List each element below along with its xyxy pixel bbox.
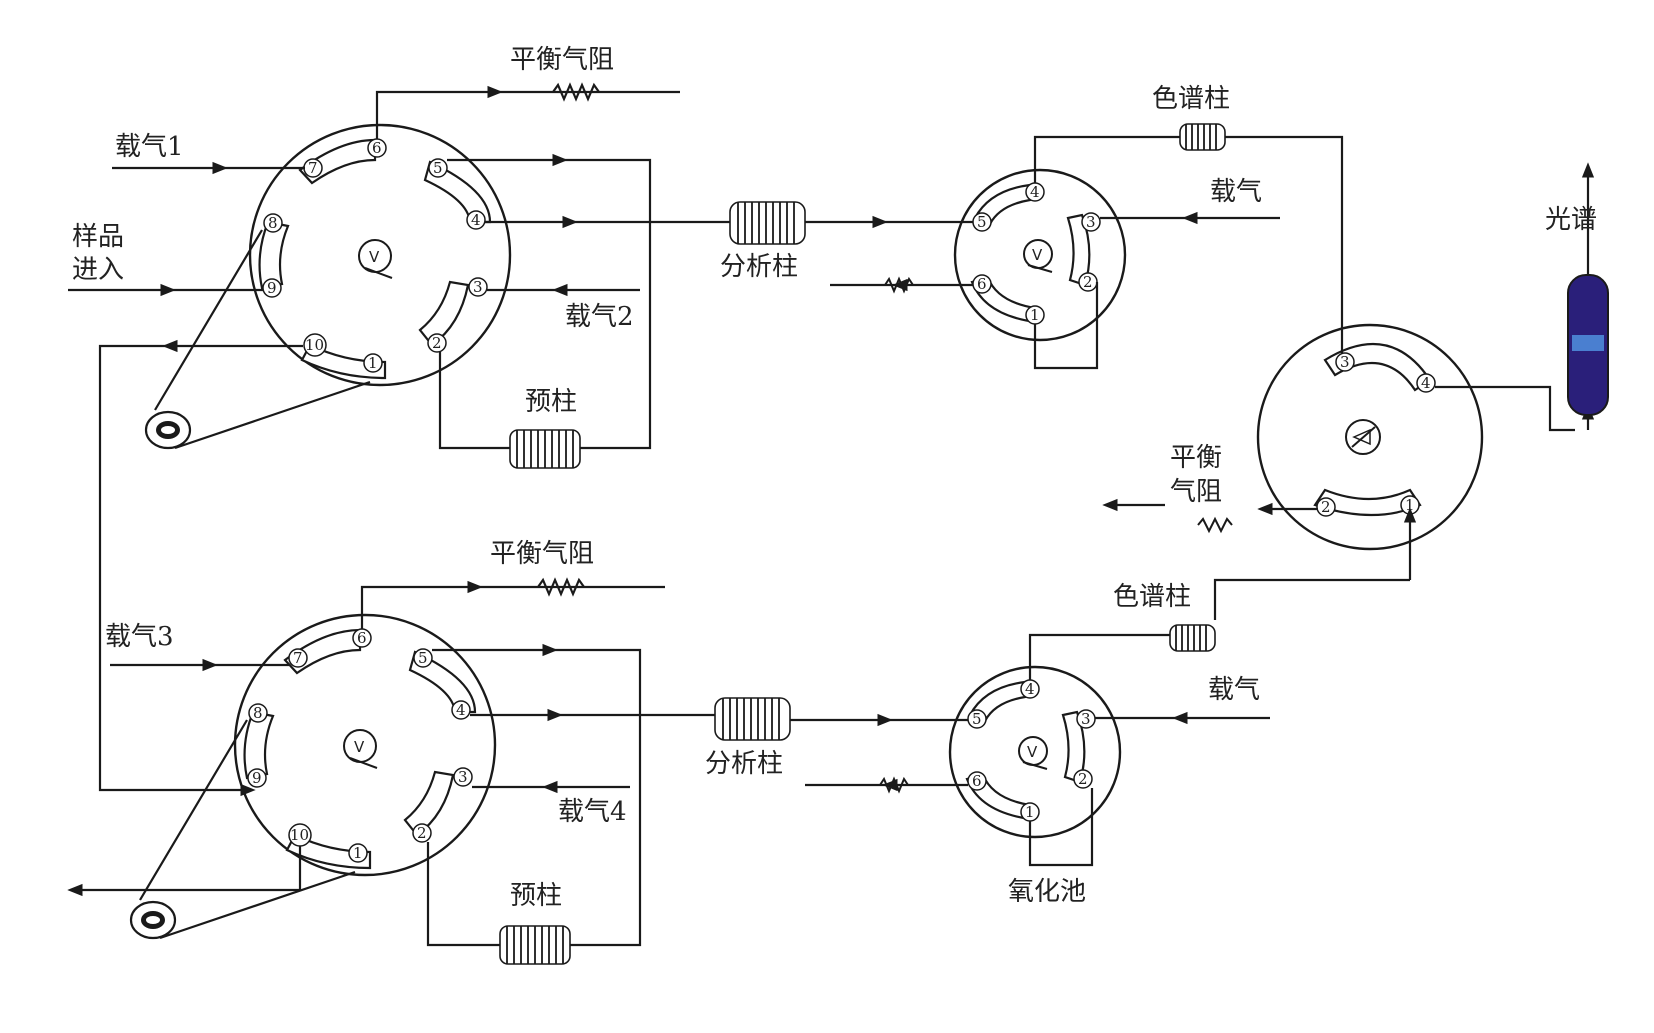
top-six-port-lines: [830, 135, 1344, 370]
gc-column-top: [1179, 123, 1226, 151]
port-label: 4: [1030, 183, 1040, 201]
port-label: 1: [1030, 306, 1040, 324]
carrier1-label: 载气1: [115, 132, 184, 162]
valve-center-label: V: [369, 248, 380, 266]
restrictor-right: [1197, 516, 1233, 534]
carrier4-label: 载气4: [558, 797, 627, 827]
analytical-column-bottom-label: 分析柱: [705, 749, 783, 779]
gc-column-top-label: 色谱柱: [1152, 84, 1230, 114]
restrictor-top-label: 平衡气阻: [510, 45, 614, 75]
precolumn-bottom-label: 预柱: [510, 881, 562, 911]
carrier-right-top-label: 载气: [1210, 177, 1262, 207]
right-flow-lines: [1102, 162, 1595, 620]
analytical-column-top-label: 分析柱: [720, 252, 798, 282]
port-label: 1: [1025, 803, 1035, 821]
port-label: 4: [1421, 374, 1431, 392]
port-label: 3: [1086, 213, 1096, 231]
valve-center-label: V: [354, 738, 365, 756]
sample-label-line2: 进入: [72, 255, 124, 285]
spectrum-label: 光谱: [1545, 205, 1597, 235]
port-label: 5: [433, 159, 443, 177]
precolumn-bottom: [499, 925, 571, 965]
port-label: 6: [357, 629, 367, 647]
ten-port-valve-top[interactable]: 6 7 5 4 8 9 3 2 10 1 V: [144, 123, 512, 450]
port-label: 10: [290, 826, 309, 844]
precolumn-top: [509, 429, 581, 469]
port-label: 3: [458, 768, 468, 786]
port-label: 6: [972, 772, 982, 790]
port-label: 2: [1083, 273, 1093, 291]
port-label: 3: [1340, 353, 1350, 371]
six-port-valve-bottom[interactable]: 4 5 3 6 2 1 V: [948, 665, 1122, 839]
port-label: 1: [368, 354, 378, 372]
port-label: 4: [1025, 680, 1035, 698]
port-label: 3: [473, 278, 483, 296]
restrictor-right-label-line1: 平衡: [1170, 443, 1222, 473]
port-label: 4: [471, 211, 481, 229]
port-label: 2: [417, 824, 427, 842]
port-label: 6: [372, 139, 382, 157]
restrictor-bottom-six: [879, 776, 909, 794]
port-label: 4: [456, 701, 466, 719]
valve-center-label: V: [1027, 743, 1038, 761]
port-label: 3: [1081, 710, 1091, 728]
port-label: 7: [293, 649, 303, 667]
top-flow-lines: [68, 85, 973, 797]
ten-port-valve-bottom[interactable]: 6 7 5 4 8 9 3 2 10 1 V: [129, 613, 497, 940]
port-label: 2: [1078, 770, 1088, 788]
carrier-right-bottom-label: 载气: [1208, 675, 1260, 705]
restrictor-top: [552, 82, 600, 102]
port-label: 8: [268, 214, 278, 232]
port-label: 5: [977, 213, 987, 231]
port-label: 10: [305, 336, 324, 354]
port-label: 2: [1321, 498, 1331, 516]
gc-column-bottom-label: 色谱柱: [1113, 582, 1191, 612]
restrictor-bottom: [537, 577, 585, 597]
restrictor-top-six: [884, 276, 914, 294]
port-label: 9: [267, 279, 277, 297]
four-port-valve[interactable]: 3 4 2 1: [1256, 323, 1484, 551]
port-label: 6: [977, 275, 987, 293]
restrictor-right-label-line2: 气阻: [1170, 477, 1222, 507]
port-label: 9: [252, 769, 262, 787]
port-label: 1: [353, 844, 363, 862]
port-label: 5: [418, 649, 428, 667]
sample-label-line1: 样品: [72, 222, 124, 252]
carrier3-label: 载气3: [105, 622, 174, 652]
port-label: 5: [972, 710, 982, 728]
carrier2-label: 载气2: [565, 302, 634, 332]
detector-cell: [1567, 265, 1609, 430]
precolumn-top-label: 预柱: [525, 387, 577, 417]
oxidation-cell-label: 氧化池: [1008, 877, 1086, 907]
port-label: 1: [1405, 496, 1415, 514]
gc-column-bottom: [1169, 624, 1216, 652]
port-label: 7: [308, 159, 318, 177]
port-label: 2: [432, 334, 442, 352]
restrictor-bottom-label: 平衡气阻: [490, 539, 594, 569]
port-label: 8: [253, 704, 263, 722]
analytical-column-bottom: [714, 697, 791, 741]
six-port-valve-top[interactable]: 4 5 3 6 2 1 V: [953, 168, 1127, 342]
valve-center-label: V: [1032, 246, 1043, 264]
analytical-column-top: [729, 201, 806, 245]
